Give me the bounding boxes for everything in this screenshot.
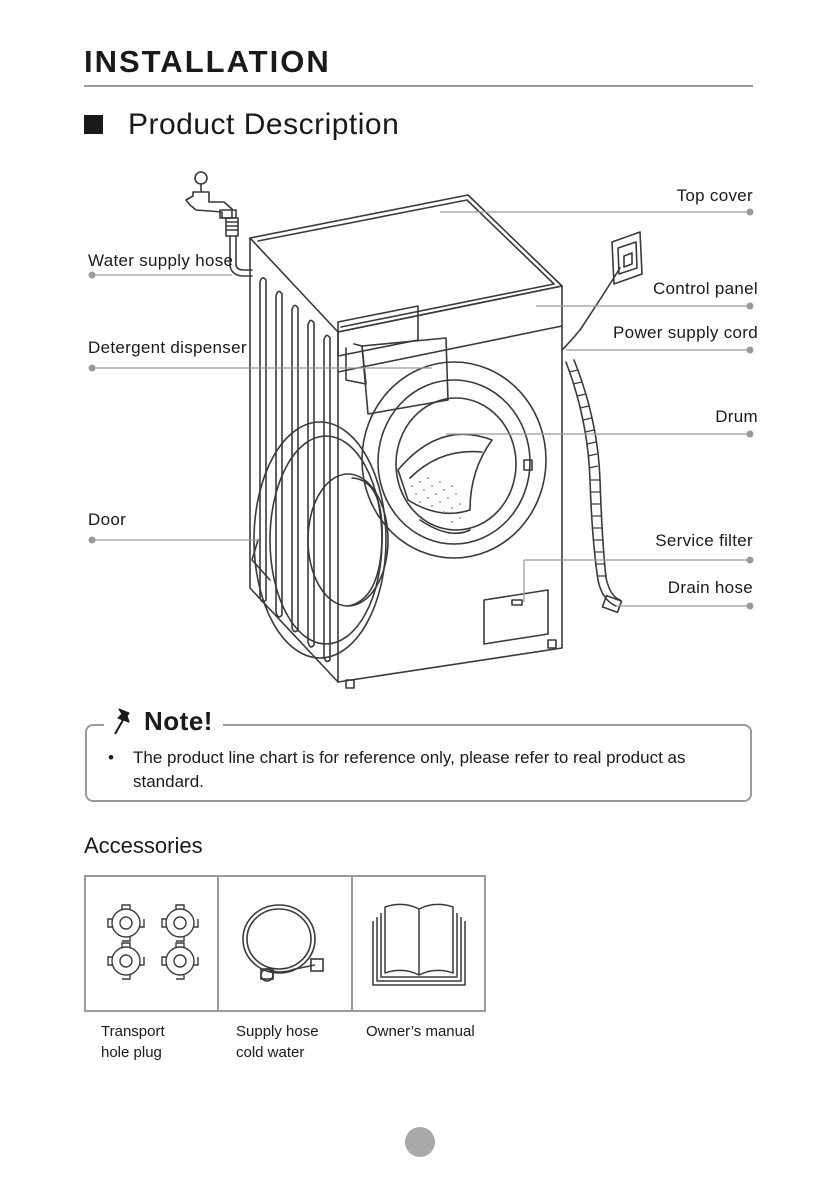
pushpin-icon bbox=[114, 707, 130, 734]
accessory-label-line: Transport bbox=[101, 1023, 165, 1040]
note-bullet: • bbox=[108, 748, 114, 767]
section-bullet-square bbox=[84, 115, 103, 134]
accessories-title: Accessories bbox=[84, 833, 203, 858]
accessory-cell-supply-hose bbox=[219, 877, 353, 1010]
water-tap-icon bbox=[185, 171, 253, 277]
transport-hole-plug-icon bbox=[107, 904, 199, 980]
note-box bbox=[85, 724, 752, 802]
callout-water-supply-hose: Water supply hose bbox=[88, 251, 234, 270]
accessory-label-line: hole plug bbox=[101, 1044, 162, 1061]
callout-drain-hose: Drain hose bbox=[667, 578, 753, 597]
accessory-cell-transport-hole-plug bbox=[86, 877, 220, 1010]
callout-power-supply-cord: Power supply cord bbox=[613, 323, 758, 342]
callout-drum: Drum bbox=[715, 407, 758, 426]
callout-control-panel: Control panel bbox=[652, 279, 758, 298]
heading-divider bbox=[84, 85, 753, 87]
callout-detergent-dispenser: Detergent dispenser bbox=[88, 338, 247, 357]
page-heading: INSTALLATION bbox=[84, 44, 331, 79]
note-item: • The product line chart is for referenc… bbox=[108, 746, 728, 794]
owners-manual-icon bbox=[371, 903, 466, 986]
note-header: Note! bbox=[104, 706, 223, 737]
section-title: Product Description bbox=[128, 108, 400, 141]
note-title: Note! bbox=[144, 706, 213, 736]
note-text: The product line chart is for reference … bbox=[133, 748, 686, 791]
accessory-cell-owners-manual bbox=[353, 877, 484, 1010]
accessory-label-supply-hose: Supply hose cold water bbox=[236, 1021, 319, 1063]
callout-service-filter: Service filter bbox=[655, 531, 753, 550]
accessories-table bbox=[84, 875, 486, 1012]
accessory-label-transport-hole-plug: Transport hole plug bbox=[101, 1021, 165, 1063]
accessory-label-line: Supply hose bbox=[236, 1023, 319, 1040]
callout-door: Door bbox=[88, 510, 127, 529]
accessory-label-owners-manual: Owner’s manual bbox=[366, 1021, 475, 1042]
accessory-label-line: cold water bbox=[236, 1044, 305, 1061]
supply-hose-icon bbox=[242, 904, 325, 982]
washing-machine-diagram bbox=[88, 171, 754, 689]
page-number-dot bbox=[405, 1127, 435, 1157]
callout-top-cover: Top cover bbox=[676, 186, 753, 205]
accessory-label-line: Owner’s manual bbox=[366, 1023, 475, 1040]
